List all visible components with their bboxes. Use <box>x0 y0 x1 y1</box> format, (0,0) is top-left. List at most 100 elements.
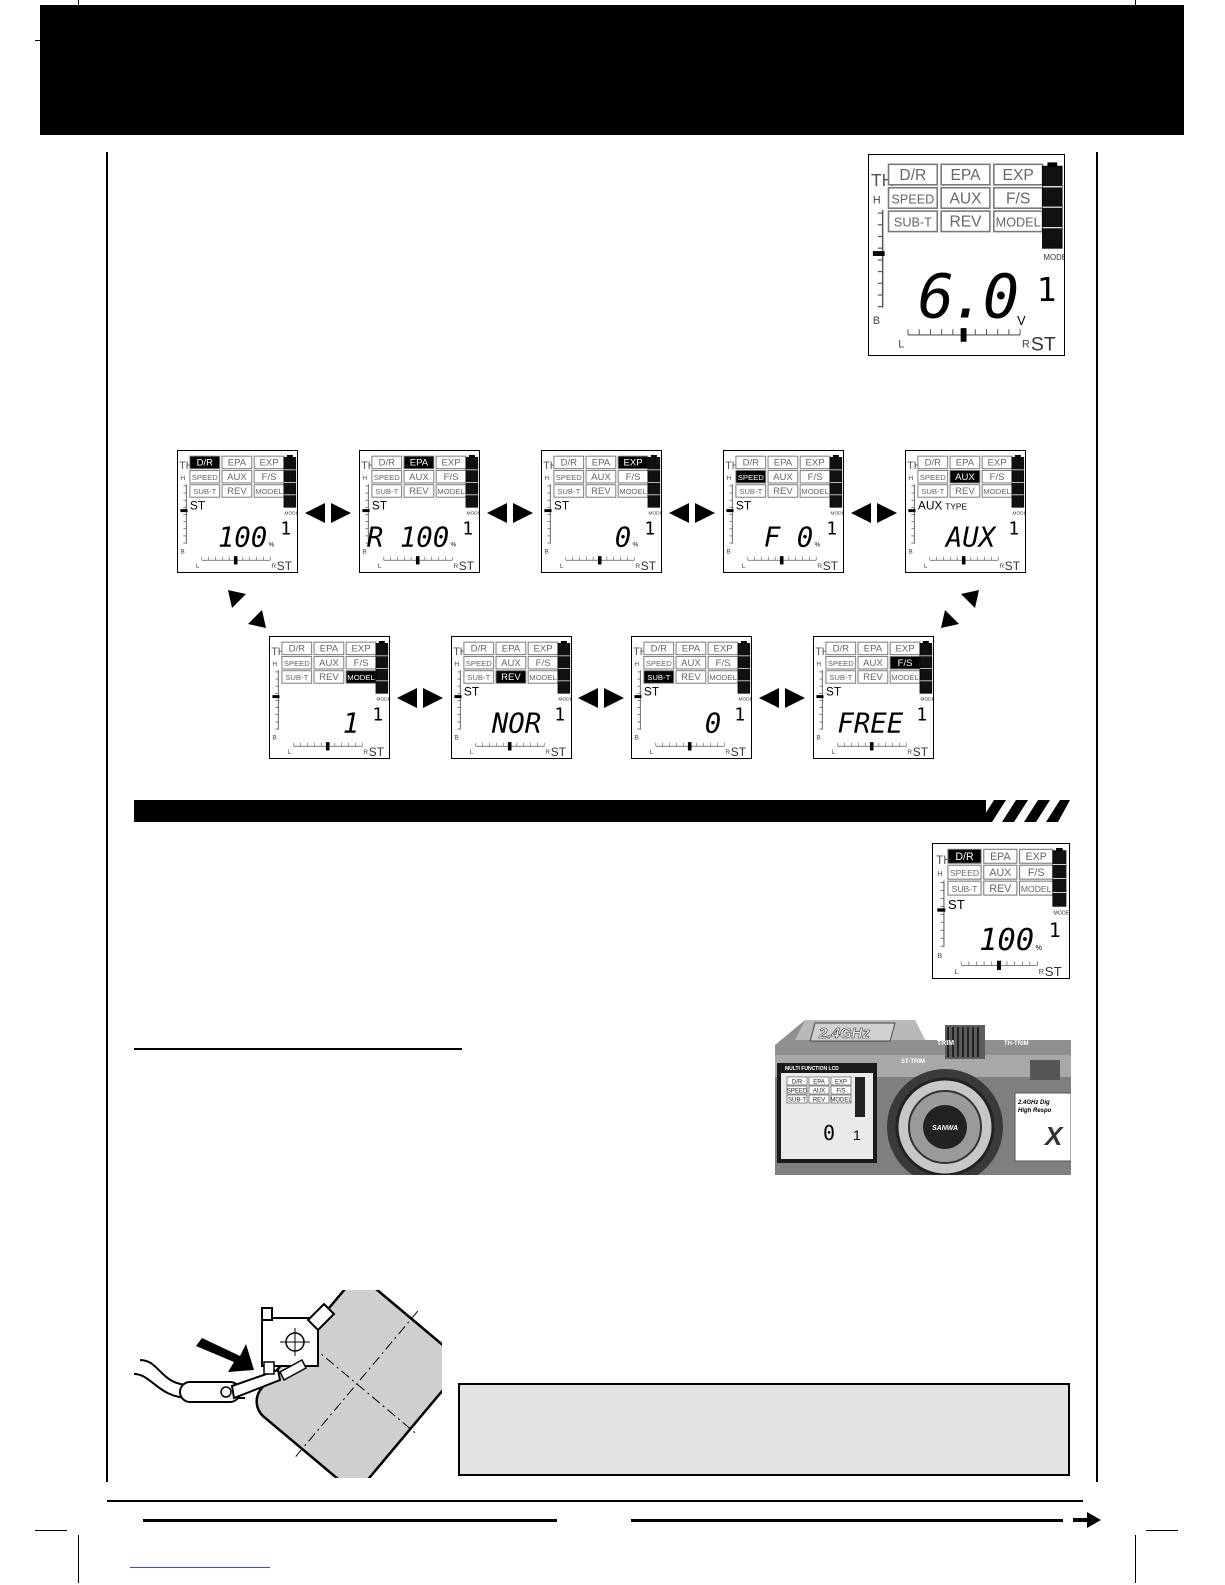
function-label: F/S <box>990 472 1005 483</box>
function-label: D/R <box>289 644 306 655</box>
screen-value: 0 <box>615 523 631 554</box>
st-corner-label: ST <box>459 559 474 572</box>
function-label: SPEED <box>556 473 583 482</box>
subheading-underline <box>134 1048 462 1050</box>
function-label: MODEL <box>996 216 1041 230</box>
function-label: F/S <box>626 472 641 483</box>
photo-function-label: F/S <box>836 1089 845 1095</box>
function-box <box>825 655 857 670</box>
channel-sublabel: TYPE <box>945 502 967 512</box>
function-label: EXP <box>714 644 733 655</box>
h-label: H <box>454 661 459 668</box>
model-small-label: MODEL <box>377 696 389 702</box>
function-label: F/S <box>444 472 459 483</box>
function-label: SPEED <box>828 659 855 668</box>
footer-link-underline[interactable] <box>130 1567 270 1568</box>
footer-rule <box>107 1500 1083 1502</box>
trim-indicator <box>937 908 946 912</box>
side-panel-text: 2.4GHz Dig <box>1017 1100 1050 1106</box>
function-box <box>940 163 991 186</box>
trim-indicator <box>272 695 280 699</box>
function-label: SUB-T <box>647 673 670 682</box>
function-label: SPEED <box>738 473 765 482</box>
function-box <box>949 455 981 470</box>
function-label: EXP <box>988 458 1007 469</box>
screen-unit: % <box>814 542 820 549</box>
b-label: B <box>454 735 459 742</box>
function-box <box>495 655 527 670</box>
function-label: D/R <box>379 458 396 469</box>
st-corner-label: ST <box>1031 334 1056 355</box>
function-box <box>313 655 345 670</box>
channel-label: ST <box>644 685 659 699</box>
st-corner-label: ST <box>913 745 928 758</box>
b-label: B <box>873 315 880 327</box>
screen-value: NOR <box>491 709 541 740</box>
model-number: 1 <box>372 705 383 726</box>
function-label: EXP <box>624 458 643 469</box>
next-page-arrow-icon[interactable] <box>1073 1512 1101 1528</box>
function-box <box>675 670 707 684</box>
diagonal-arrow-icon <box>941 590 979 628</box>
function-box <box>735 484 767 498</box>
l-label: L <box>955 967 959 976</box>
function-label: EPA <box>320 644 339 655</box>
function-label: SPEED <box>192 473 219 482</box>
l-label: L <box>650 749 654 756</box>
function-label: F/S <box>262 472 277 483</box>
function-label: EXP <box>1003 167 1034 184</box>
channel-label: ST <box>826 685 841 699</box>
screen-value: 1 <box>343 709 359 740</box>
function-label: EPA <box>864 644 883 655</box>
battery-cap <box>922 640 929 644</box>
photo-function-label: SUB-T <box>788 1098 806 1104</box>
function-label: REV <box>989 883 1012 895</box>
photo-function-label: MODEL <box>830 1098 852 1104</box>
r-label: R <box>453 563 458 570</box>
function-box <box>947 848 982 864</box>
function-label: MODEL <box>1021 884 1052 894</box>
function-label: EXP <box>442 458 461 469</box>
function-box <box>983 848 1018 864</box>
b-label: B <box>937 951 942 960</box>
channel-label: AUX <box>918 499 943 513</box>
function-label: F/S <box>536 658 551 669</box>
trim-indicator <box>362 509 370 513</box>
function-label: MODEL <box>983 487 1011 496</box>
b-label: B <box>634 735 639 742</box>
function-box <box>495 670 527 684</box>
h-label: H <box>908 475 913 482</box>
steer-trim-indicator <box>869 742 874 751</box>
function-label: EXP <box>260 458 279 469</box>
function-label: REV <box>409 486 429 497</box>
crop-mark <box>1146 40 1178 41</box>
channel-label: ST <box>190 499 205 513</box>
function-box <box>585 469 617 484</box>
voltage-value: 6.0 <box>918 262 1017 332</box>
function-label: F/S <box>354 658 369 669</box>
function-box <box>403 484 435 498</box>
function-box <box>767 469 799 484</box>
crop-mark <box>35 1530 67 1531</box>
function-label: EPA <box>228 458 247 469</box>
crop-mark <box>78 1535 79 1583</box>
function-label: F/S <box>716 658 731 669</box>
b-label: B <box>180 549 185 556</box>
photo-function-label: AUX <box>813 1089 825 1095</box>
l-label: L <box>742 563 746 570</box>
r-label: R <box>1039 967 1044 976</box>
model-number: 1 <box>1037 270 1057 309</box>
function-label: EXP <box>352 644 371 655</box>
function-label: D/R <box>651 644 668 655</box>
photo-function-label: REV <box>813 1098 825 1104</box>
model-small-label: MODEL <box>1013 510 1025 516</box>
steer-trim-indicator <box>687 742 692 751</box>
function-label: REV <box>949 214 982 231</box>
function-box <box>221 469 253 484</box>
function-label: EPA <box>990 851 1011 863</box>
l-label: L <box>470 749 474 756</box>
